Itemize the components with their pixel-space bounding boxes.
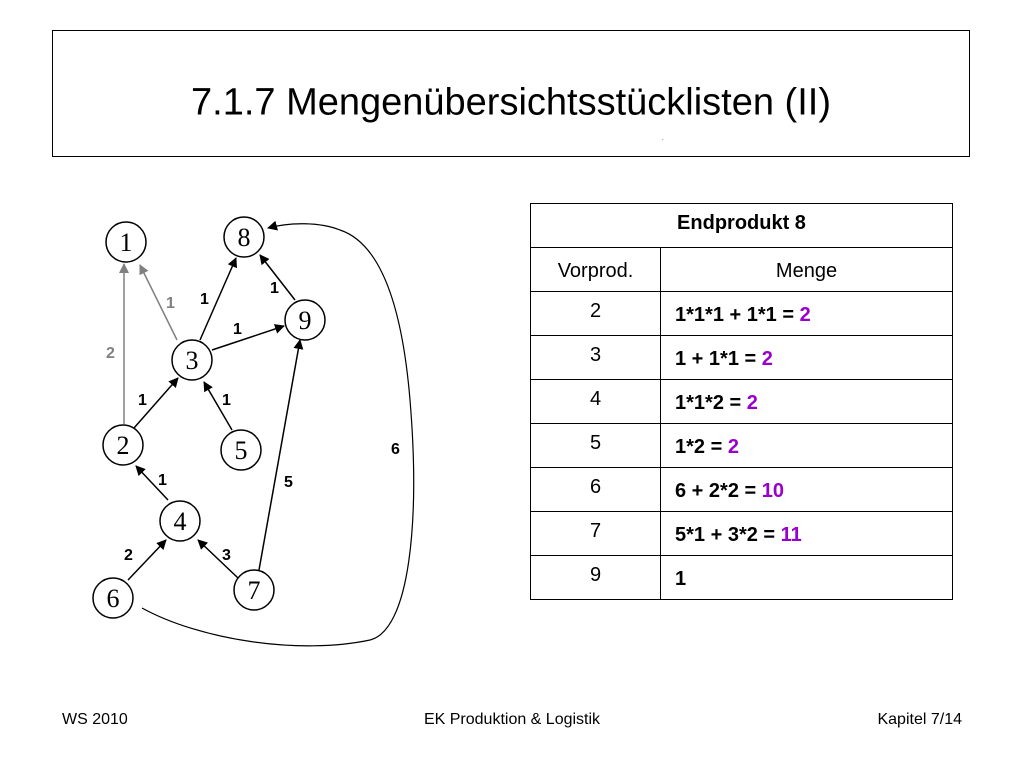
edge-label-3-9: 1 [233, 321, 242, 338]
node-label-6: 6 [107, 584, 120, 613]
result-value: 11 [780, 524, 802, 546]
edge-label-6-8: 6 [391, 441, 400, 458]
edge-7-9 [258, 339, 304, 571]
formula: 5*1 + 3*2 = [675, 524, 781, 546]
edge-2-3 [133, 377, 179, 429]
edge-label-3-8: 1 [200, 291, 209, 308]
cell-menge: 1 + 1*1 = 2 [660, 335, 953, 380]
edge-label-7-4: 3 [222, 547, 231, 564]
table-row: 2 1*1*1 + 1*1 = 2 [530, 291, 953, 336]
node-label-4: 4 [174, 507, 187, 536]
footer-semester: WS 2010 [62, 711, 128, 728]
formula: 1 [675, 568, 687, 590]
cell-menge: 1*2 = 2 [660, 423, 953, 468]
edge-3-1 [139, 264, 178, 341]
node-4: 4 [159, 500, 201, 542]
edge-9-8 [259, 254, 296, 301]
result-value: 2 [746, 392, 758, 414]
edge-3-8 [199, 257, 237, 341]
node-label-1: 1 [120, 228, 133, 257]
node-label-3: 3 [186, 346, 199, 375]
result-value: 2 [761, 348, 773, 370]
edge-4-2 [135, 465, 169, 501]
edge-3-9 [211, 324, 285, 351]
result-value: 2 [727, 436, 739, 458]
node-6: 6 [92, 577, 134, 619]
col-header-menge: Menge [660, 247, 953, 292]
formula: 1*2 = [675, 436, 728, 458]
cell-vorprod: 4 [530, 379, 661, 424]
edge-6-8 [141, 220, 415, 647]
cell-vorprod: 9 [530, 555, 661, 600]
node-label-5: 5 [235, 436, 248, 465]
edge-label-3-1: 1 [166, 295, 175, 312]
footer-chapter: Kapitel 7/14 [877, 711, 962, 728]
table-row: 4 1*1*2 = 2 [530, 379, 953, 424]
table-header: Endprodukt 8 [530, 203, 953, 248]
edge-label-5-3: 1 [222, 392, 231, 409]
cell-menge: 1*1*2 = 2 [660, 379, 953, 424]
edge-label-9-8: 1 [270, 280, 279, 297]
edge-label-4-2: 1 [158, 472, 167, 489]
table-row: 6 6 + 2*2 = 10 [530, 467, 953, 512]
table-row: 9 1 [530, 555, 953, 600]
node-9: 9 [284, 299, 326, 341]
formula: 6 + 2*2 = [675, 480, 762, 502]
node-7: 7 [233, 569, 275, 611]
formula: 1*1*1 + 1*1 = [675, 304, 800, 326]
node-2: 2 [102, 424, 144, 466]
table-row: 5 1*2 = 2 [530, 423, 953, 468]
node-label-9: 9 [299, 306, 312, 335]
node-1: 1 [105, 221, 147, 263]
edge-7-4 [197, 539, 239, 579]
cell-menge: 5*1 + 3*2 = 11 [660, 511, 953, 556]
title-box: 7.1.7 Mengenübersichtsstücklisten (II) [52, 30, 970, 157]
col-header-vorprod: Vorprod. [530, 247, 661, 292]
table-row: 3 1 + 1*1 = 2 [530, 335, 953, 380]
formula: 1*1*2 = [675, 392, 747, 414]
cell-menge: 1 [660, 555, 953, 600]
table-subheader-row: Vorprod. Menge [530, 247, 953, 292]
edge-5-3 [203, 381, 233, 431]
node-8: 8 [223, 216, 265, 258]
node-label-7: 7 [248, 576, 261, 605]
result-value: 10 [761, 480, 784, 502]
node-5: 5 [220, 429, 262, 471]
edge-label-7-9: 5 [284, 474, 293, 491]
node-label-2: 2 [117, 431, 130, 460]
cell-vorprod: 5 [530, 423, 661, 468]
result-table: Endprodukt 8 Vorprod. Menge 2 1*1*1 + 1*… [530, 203, 953, 600]
table-header-row: Endprodukt 8 [530, 203, 953, 248]
footer-course: EK Produktion & Logistik [423, 711, 601, 728]
formula: 1 + 1*1 = [675, 348, 762, 370]
cell-vorprod: 3 [530, 335, 661, 380]
cell-vorprod: 2 [530, 291, 661, 336]
cell-vorprod: 6 [530, 467, 661, 512]
edge-label-2-3: 1 [138, 392, 147, 409]
table-row: 7 5*1 + 3*2 = 11 [530, 511, 953, 556]
cell-vorprod: 7 [530, 511, 661, 556]
node-3: 3 [171, 339, 213, 381]
node-label-8: 8 [238, 223, 251, 252]
edge-6-4 [127, 539, 167, 581]
page-title: 7.1.7 Mengenübersichtsstücklisten (II) [191, 81, 831, 124]
edge-label-2-1: 2 [106, 345, 115, 362]
title-mark: . [662, 136, 664, 142]
cell-menge: 1*1*1 + 1*1 = 2 [660, 291, 953, 336]
result-value: 2 [799, 304, 811, 326]
cell-menge: 6 + 2*2 = 10 [660, 467, 953, 512]
edge-label-6-4: 2 [124, 547, 133, 564]
